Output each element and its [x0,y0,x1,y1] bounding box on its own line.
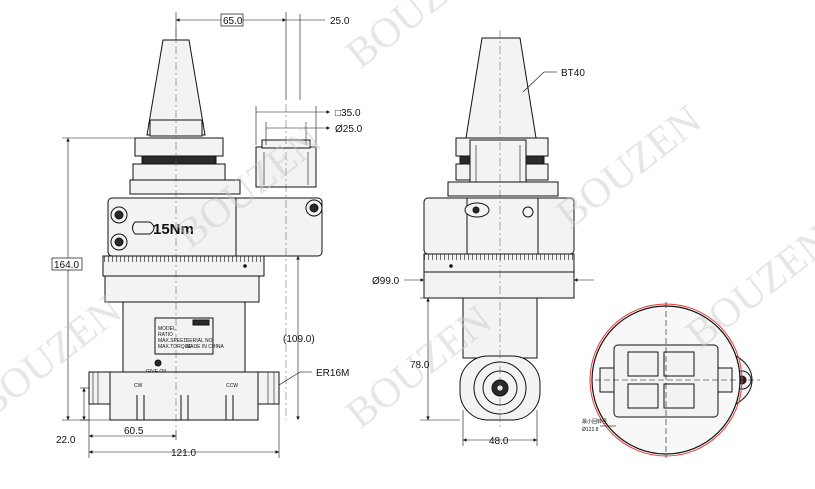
dim-78: 78.0 [410,360,430,371]
right-dimensions: BT40 Ø99.0 78.0 48.0 [372,68,594,447]
dim-dia-99: Ø99.0 [372,276,400,287]
dim-48: 48.0 [489,436,509,447]
left-dimensions: 65.0 25.0 □35.0 Ø25.0 164.0 (109.0) 22.0… [51,12,363,459]
watermark-6: BOUZEN [678,217,815,358]
dim-60-5: 60.5 [124,426,144,437]
dim-164: 164.0 [54,260,79,271]
dim-109: (109.0) [283,334,315,345]
svg-text:MAX.SPEED: MAX.SPEED [158,338,188,344]
right-view [423,30,575,430]
detail-view: 最小回转径 Ø122.8 [582,302,760,458]
left-collet-nut-right [257,371,280,405]
svg-text:SERIAL NO.: SERIAL NO. [186,338,214,344]
wrench-icon [132,221,155,235]
svg-text:CCW: CCW [226,383,238,389]
min-radius-label: 最小回转径 [582,418,607,425]
left-lower-housing [104,275,260,303]
left-taper [146,39,206,136]
left-collar [129,179,241,195]
svg-text:MAX.TORQUE: MAX.TORQUE [158,344,192,350]
svg-text:MADE IN CHINA: MADE IN CHINA [186,344,224,350]
dim-dia-25: Ø25.0 [335,124,363,135]
svg-text:MODEL: MODEL [158,326,176,332]
right-taper [465,37,537,139]
torque-label: 15Nm [153,221,194,238]
watermark-3: BOUZEN [548,97,711,238]
watermark-2: BOUZEN [338,0,501,78]
oil-port-icon [154,359,162,367]
left-collet-nut-left [88,371,111,405]
left-flange-groove [141,155,217,165]
right-lower-housing [423,271,575,299]
dim-121: 121.0 [171,448,196,459]
left-flange-lower [132,163,226,181]
left-bottom-case [109,371,259,421]
dim-square-35: □35.0 [335,108,361,119]
svg-text:CW: CW [134,383,143,389]
dim-22: 22.0 [56,435,76,446]
min-radius-value: Ø122.8 [582,427,599,433]
svg-text:RATIO: RATIO [158,332,173,338]
dim-65: 65.0 [223,16,243,27]
left-flange-upper [134,137,224,157]
left-view: 15Nm MODEL RATIO MAX.SPEED MAX.TORQUE SE… [88,30,323,430]
dim-bt40: BT40 [561,68,585,79]
dim-er16m: ER16M [316,368,349,379]
dim-25: 25.0 [330,16,350,27]
left-scale-ticks [103,256,264,262]
